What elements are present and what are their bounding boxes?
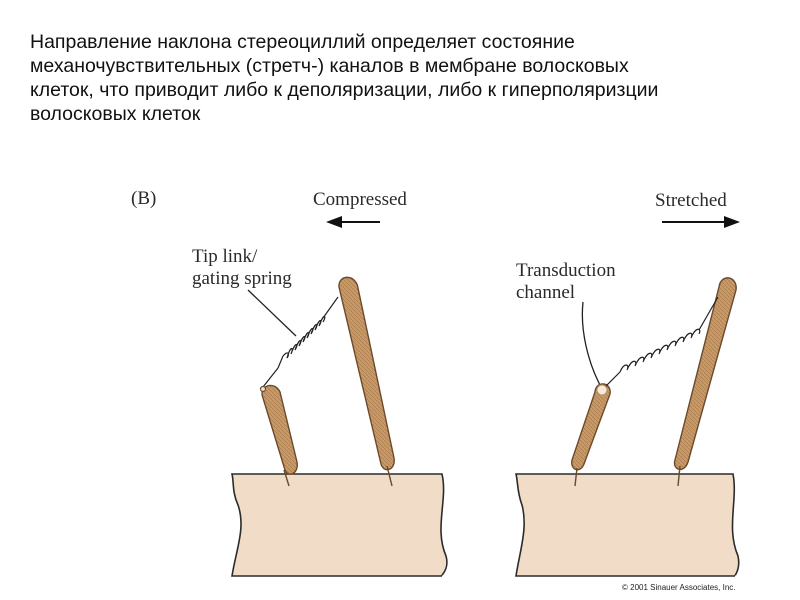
panel-label: (B): [131, 188, 156, 209]
arrow-right-icon: [662, 216, 740, 228]
compressed-panel: Compressed Tip link/ gating spring: [192, 189, 447, 576]
compressed-label: Compressed: [313, 189, 407, 210]
transduction-label-1: Transduction: [516, 260, 616, 281]
tall-stereocilium-right: [675, 278, 737, 486]
transduction-label-2: channel: [516, 282, 575, 303]
tip-link-spring-compressed: [261, 297, 339, 392]
tall-stereocilium-left: [339, 277, 394, 486]
tip-link-label-2: gating spring: [192, 268, 292, 289]
short-stereocilium-left: [262, 385, 297, 486]
tip-link-label-1: Tip link/: [192, 246, 258, 267]
stretched-panel: Stretched Transduction channel: [516, 190, 740, 576]
cell-body-left: [232, 474, 447, 576]
tip-link-leader: [248, 290, 296, 336]
cell-body-right: [516, 474, 739, 576]
copyright-notice: © 2001 Sinauer Associates, Inc.: [622, 583, 736, 592]
stretched-label: Stretched: [655, 190, 727, 211]
arrow-left-icon: [326, 216, 380, 228]
short-stereocilium-right: [572, 384, 610, 486]
transduction-leader: [582, 302, 600, 385]
transduction-channel: [597, 385, 607, 395]
